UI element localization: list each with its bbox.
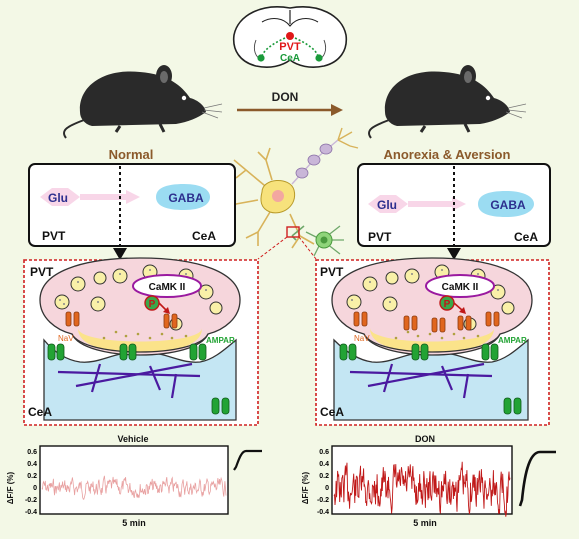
don-trace-line <box>333 461 511 517</box>
don-trace-panel: DON ΔF/F (%) 0.6 0.4 0.2 0 -0.2 -0.4 5 m… <box>301 434 556 528</box>
mouse-don <box>368 65 527 139</box>
brain-pvt-label: PVT <box>279 41 301 53</box>
left-circuit-box: Glu GABA PVT CeA <box>28 163 236 260</box>
left-synapse-panel: CaMK II P NaV AMPAR PVT CeA <box>23 257 259 426</box>
right-synapse-pvt: PVT <box>320 265 344 279</box>
don-trace-title: DON <box>415 434 435 444</box>
don-tick-0.2: 0.2 <box>319 473 329 480</box>
right-glutamate-dots <box>394 330 480 340</box>
left-cea-label: CeA <box>192 229 216 243</box>
left-synapse-pvt: PVT <box>30 265 54 279</box>
left-ampar-label: AMPAR <box>206 336 235 345</box>
mouse-normal <box>63 65 223 139</box>
right-pvt-label: PVT <box>368 230 392 244</box>
left-gaba-label: GABA <box>168 191 204 205</box>
don-tick-0.4: 0.4 <box>319 461 329 468</box>
vehicle-tick-0.4: 0.4 <box>27 461 37 468</box>
right-nav-channels <box>353 311 500 333</box>
vehicle-tick-neg0.2: -0.2 <box>25 497 37 504</box>
left-camk-oval <box>132 274 202 298</box>
vehicle-tick-0.6: 0.6 <box>27 449 37 456</box>
don-arrow-label: DON <box>272 90 299 104</box>
vehicle-trace-line <box>41 475 227 500</box>
don-tick-neg0.2: -0.2 <box>317 497 329 504</box>
right-cea-label: CeA <box>514 230 538 244</box>
neuron-illustration <box>225 127 359 260</box>
left-glu-label: Glu <box>48 191 68 205</box>
vehicle-trace-title: Vehicle <box>117 434 148 444</box>
right-ampar-label: AMPAR <box>498 336 527 345</box>
don-tick-0.6: 0.6 <box>319 449 329 456</box>
left-synapse-cea: CeA <box>28 405 52 419</box>
vehicle-tick-0.2: 0.2 <box>27 473 37 480</box>
anorexia-title: Anorexia & Aversion <box>384 147 511 162</box>
right-synapse-panel: CaMK II P NaV AMPAR PVT CeA <box>315 257 550 426</box>
left-nav-channels <box>65 311 178 329</box>
vehicle-trace-panel: Vehicle ΔF/F (%) 0.6 0.4 0.2 0 -0.2 -0.4… <box>6 434 262 528</box>
don-trace-ylabel: ΔF/F (%) <box>301 471 310 504</box>
right-circuit-box: Glu GABA PVT CeA <box>357 163 551 260</box>
right-p-label: P <box>444 299 451 310</box>
vehicle-ticks: 0.6 0.4 0.2 0 -0.2 -0.4 <box>25 449 37 516</box>
right-camk-label: CaMK II <box>442 282 479 293</box>
left-nav-label: NaV <box>58 334 74 343</box>
don-ticks: 0.6 0.4 0.2 0 -0.2 -0.4 <box>317 449 329 516</box>
right-camk-oval <box>425 274 495 298</box>
left-p-label: P <box>149 299 156 310</box>
don-arrow: DON <box>237 90 343 116</box>
vehicle-tick-0: 0 <box>33 485 37 492</box>
pvt-dot <box>286 32 294 40</box>
left-actin <box>57 362 201 399</box>
left-camk-label: CaMK II <box>149 282 186 293</box>
left-glutamate-dots <box>102 330 188 340</box>
vehicle-tick-neg0.4: -0.4 <box>25 509 37 516</box>
cea-dot-left <box>257 54 265 62</box>
don-tick-0: 0 <box>325 485 329 492</box>
right-glu-label: Glu <box>377 198 397 212</box>
right-actin <box>349 362 493 399</box>
left-ampar <box>47 343 230 415</box>
vehicle-trace-ylabel: ΔF/F (%) <box>6 471 15 504</box>
vehicle-trace-frame <box>39 445 229 515</box>
normal-title: Normal <box>109 147 154 162</box>
left-pvt-label: PVT <box>42 229 66 243</box>
right-nav-label: NaV <box>354 334 370 343</box>
right-gaba-label: GABA <box>490 198 526 212</box>
right-ampar <box>339 343 522 415</box>
brain-cea-label: CeA <box>280 53 300 64</box>
synapse-zoom-box <box>286 226 300 238</box>
cea-dot-right <box>315 54 323 62</box>
vehicle-scale-label: 5 min <box>122 518 146 528</box>
don-scale-label: 5 min <box>413 518 437 528</box>
don-response-curve <box>518 450 556 507</box>
right-synapse-cea: CeA <box>320 405 344 419</box>
don-tick-neg0.4: -0.4 <box>317 509 329 516</box>
brain-section: PVT CeA <box>232 6 348 68</box>
vehicle-response-curve <box>233 449 262 471</box>
